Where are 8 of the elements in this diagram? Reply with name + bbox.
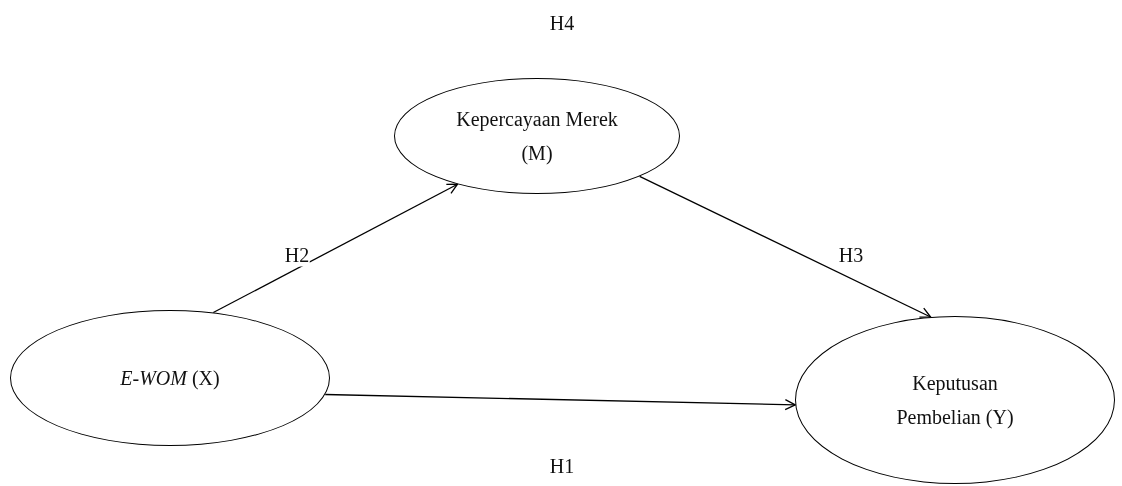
arrow: [638, 175, 932, 318]
arrow: [212, 183, 459, 314]
node-label: Keputusan Pembelian (Y): [895, 371, 1015, 431]
node-label: Kepercayaan Merek (M): [455, 107, 619, 167]
hypothesis-label: H1: [549, 454, 575, 478]
node-label: E-WOM (X): [120, 366, 220, 392]
hypothesis-label: H4: [549, 11, 575, 35]
arrow: [324, 393, 796, 411]
